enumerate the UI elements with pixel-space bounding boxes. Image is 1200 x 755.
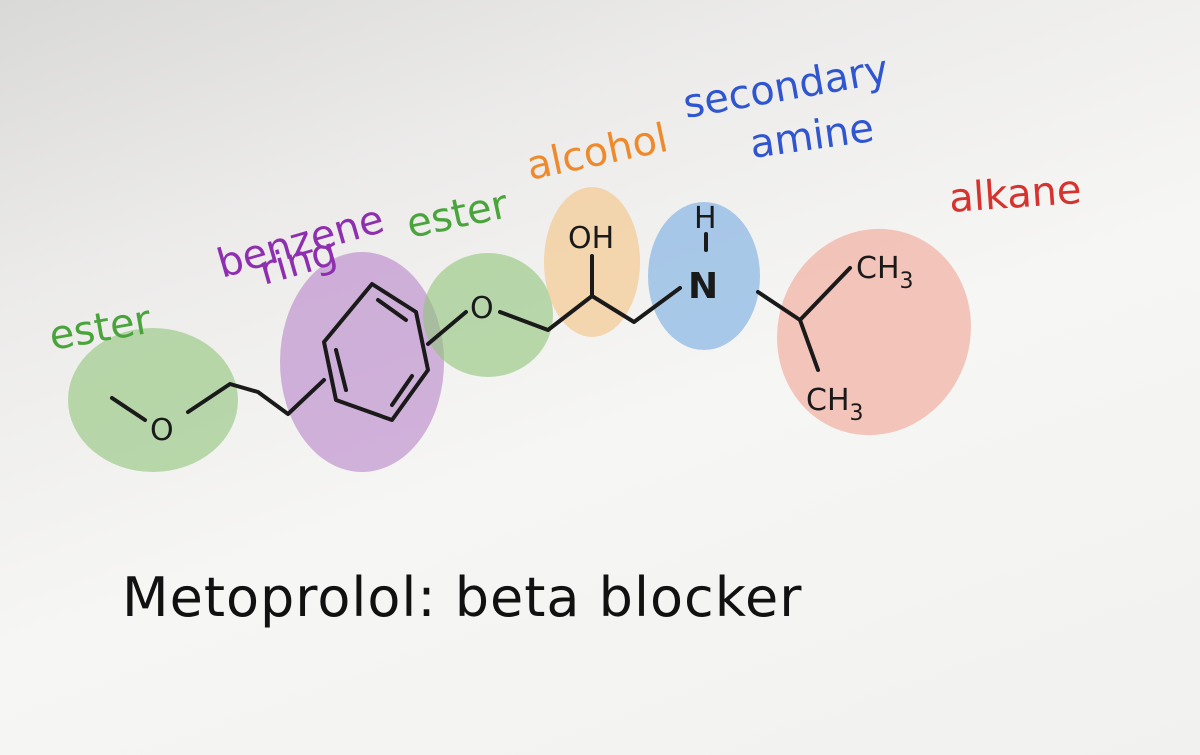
- ester-left-region: [68, 328, 238, 472]
- benzene-double-bond-3: [390, 374, 414, 407]
- ether-chain-bond: [186, 378, 326, 416]
- methyl-top-group: CH3: [856, 251, 914, 294]
- methyl-bottom-subscript: 3: [850, 401, 864, 426]
- ester-mid-region: [423, 253, 553, 377]
- isopropyl-lower-bond: [798, 318, 820, 372]
- ester-mid-label: ester: [403, 181, 513, 247]
- hydrogen-atom: H: [694, 201, 717, 236]
- benzene-double-bond-1: [334, 348, 348, 392]
- nitrogen-atom: N: [688, 266, 718, 307]
- benzene-ring-region: [280, 252, 444, 472]
- methyl-bottom-label: CH: [806, 383, 850, 418]
- methyl-ether-bond: [110, 396, 147, 422]
- methyl-top-label: CH: [856, 251, 900, 286]
- amine-region: [648, 202, 760, 350]
- benzene-ring: [322, 282, 430, 422]
- benzene-double-bond-2: [376, 298, 408, 322]
- alkane-label: alkane: [947, 167, 1082, 222]
- alcohol-label: alcohol: [523, 115, 672, 190]
- alkane-region: [777, 228, 971, 436]
- hydroxyl-atom: OH: [568, 221, 614, 256]
- ring-oxygen-bond: [426, 310, 468, 346]
- oxygen-left-atom: O: [150, 413, 174, 448]
- bond-lines: [110, 232, 852, 422]
- methyl-top-subscript: 3: [900, 269, 914, 294]
- methyl-bottom-group: CH3: [806, 383, 864, 426]
- oxygen-mid-atom: O: [470, 291, 494, 326]
- diagram-title: Metoprolol: beta blocker: [122, 566, 803, 629]
- amine-label-line2: amine: [747, 105, 877, 168]
